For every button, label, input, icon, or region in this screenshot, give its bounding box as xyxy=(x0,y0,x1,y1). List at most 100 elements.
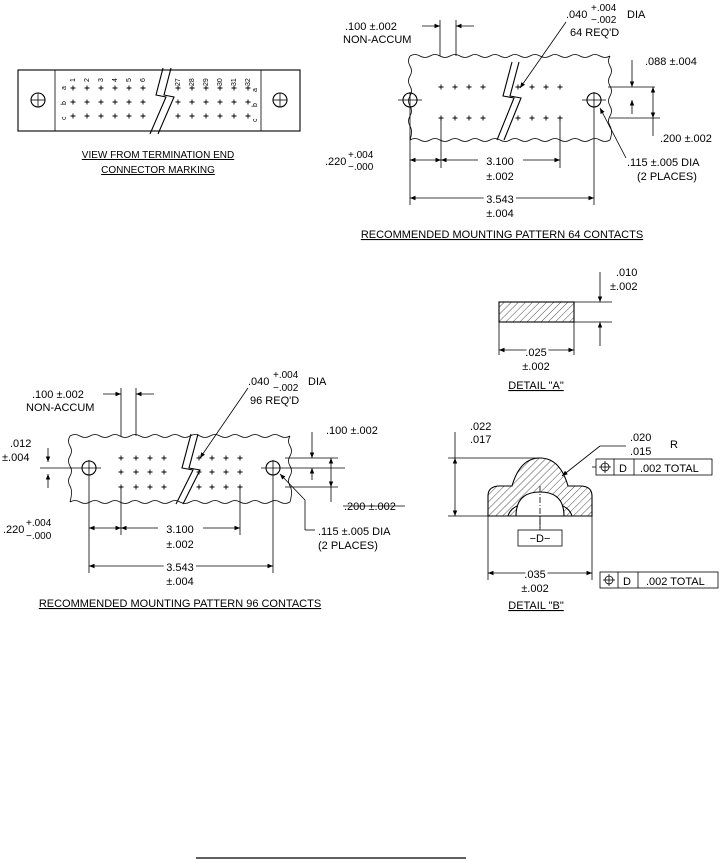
row-spacing-label: .200 ±.002 xyxy=(344,501,396,513)
detail-b-height-min: .017 xyxy=(470,434,491,446)
pattern96-caption: RECOMMENDED MOUNTING PATTERN 96 CONTACTS xyxy=(39,598,321,610)
contact-mark xyxy=(557,84,563,90)
overall-bg: 3.543 xyxy=(486,194,514,206)
row-offset-label: .088 ±.004 xyxy=(645,56,697,68)
contact-mark xyxy=(140,85,146,91)
mount-hole-label: .115 ±.005 DIA xyxy=(627,157,700,169)
contact-mark xyxy=(112,99,118,105)
contact-mark xyxy=(147,484,153,490)
mount-hole-qty: (2 PLACES) xyxy=(318,540,378,552)
contact-mark xyxy=(84,99,90,105)
hole-count: 64 REQ'D xyxy=(570,27,619,39)
edge-main: .220 xyxy=(325,156,346,168)
span-label: 3.100 xyxy=(486,156,514,168)
detail-a-section xyxy=(498,301,575,323)
detail-a-caption: DETAIL "A" xyxy=(508,380,564,392)
contact-mark xyxy=(217,99,223,105)
contact-mark xyxy=(112,113,118,119)
col-number: 30 xyxy=(217,78,224,86)
contact-mark xyxy=(452,84,458,90)
contact-mark xyxy=(118,455,124,461)
col-number: 29 xyxy=(203,78,210,86)
col-number: 6 xyxy=(140,78,147,82)
hole-size: .040 xyxy=(248,376,269,388)
contact-mark xyxy=(223,455,229,461)
detail-b: .022 .017 .020 .015 R D .002 TOTAL −D− .… xyxy=(448,421,719,612)
detail-b-radius-symbol: R xyxy=(670,439,678,451)
row-pitch-label: .100 ±.002 xyxy=(326,425,378,437)
board-outline xyxy=(68,434,292,504)
contact-mark xyxy=(161,484,167,490)
contact-mark xyxy=(196,484,202,490)
pitch-note: NON-ACCUM xyxy=(343,34,411,46)
mounting-hole-right xyxy=(261,460,345,476)
contact-mark xyxy=(515,115,521,121)
contact-mark xyxy=(140,99,146,105)
pitch-note: NON-ACCUM xyxy=(26,402,94,414)
row-letter-c: c xyxy=(61,116,68,120)
contact-mark xyxy=(196,455,202,461)
row-letter-b-right: b xyxy=(252,103,259,107)
fcf-top-datum: D xyxy=(619,463,627,475)
contact-mark xyxy=(84,85,90,91)
row-letter-a: a xyxy=(61,86,68,90)
contact-mark xyxy=(217,113,223,119)
edge-plus: +.004 xyxy=(348,150,374,161)
contact-mark xyxy=(126,113,132,119)
contact-mark xyxy=(70,99,76,105)
contact-mark xyxy=(245,99,251,105)
detail-b-caption: DETAIL "B" xyxy=(508,600,564,612)
contact-mark xyxy=(112,85,118,91)
mounting-hole-right xyxy=(582,92,606,108)
row-spacing-label: .200 ±.002 xyxy=(660,133,712,145)
feature-control-frame-top: D .002 TOTAL xyxy=(595,458,713,476)
contact-mark xyxy=(203,113,209,119)
break-line xyxy=(175,433,194,505)
contact-grid xyxy=(438,84,563,121)
contact-mark xyxy=(147,455,153,461)
contact-mark xyxy=(189,113,195,119)
hole-dia: DIA xyxy=(308,376,327,388)
detail-b-height-max: .022 xyxy=(470,421,491,433)
contact-mark xyxy=(133,484,139,490)
pitch-label: .100 ±.002 xyxy=(345,21,397,33)
contact-mark xyxy=(161,455,167,461)
contact-mark xyxy=(133,455,139,461)
contact-mark xyxy=(529,84,535,90)
contact-grid xyxy=(118,455,243,490)
hole-tol-plus: +.004 xyxy=(591,3,617,14)
row-offset-label: .012 xyxy=(10,438,31,450)
contact-mark xyxy=(237,455,243,461)
row-offset-tol: ±.004 xyxy=(2,452,29,464)
hole-tol-plus: +.004 xyxy=(273,370,299,381)
edge-minus: −.000 xyxy=(26,531,52,542)
detail-a-width-bg: .025 xyxy=(525,347,546,359)
col-number: 28 xyxy=(189,78,196,86)
span-label: 3.100 xyxy=(166,524,194,536)
mounting-hole-left xyxy=(40,460,101,476)
overall-label: 3.543 xyxy=(166,562,194,574)
pattern-64: .100 ±.002 NON-ACCUM .040 +.004 −.002 DI… xyxy=(325,3,712,241)
contact-mark xyxy=(529,115,535,121)
datum-box xyxy=(517,529,563,547)
contact-mark xyxy=(209,469,215,475)
contact-mark xyxy=(161,469,167,475)
contact-mark xyxy=(189,99,195,105)
board-outline xyxy=(408,54,612,142)
contact-mark xyxy=(175,113,181,119)
contact-mark xyxy=(466,115,472,121)
overall-label: 3.543 xyxy=(486,194,514,206)
contact-mark xyxy=(217,85,223,91)
contact-mark xyxy=(245,113,251,119)
detail-b-radius-min: .015 xyxy=(630,446,651,458)
fcf-bottom-datum: D xyxy=(623,576,631,588)
detail-a-width-tol: ±.002 xyxy=(522,361,549,373)
span-tol: ±.002 xyxy=(166,539,193,551)
col-number: 31 xyxy=(231,78,238,86)
feature-control-frame-bottom: D .002 TOTAL xyxy=(599,571,719,589)
contact-mark xyxy=(466,84,472,90)
contact-mark xyxy=(231,85,237,91)
contact-mark xyxy=(480,84,486,90)
contact-mark xyxy=(126,85,132,91)
span-tol: ±.002 xyxy=(486,171,513,183)
